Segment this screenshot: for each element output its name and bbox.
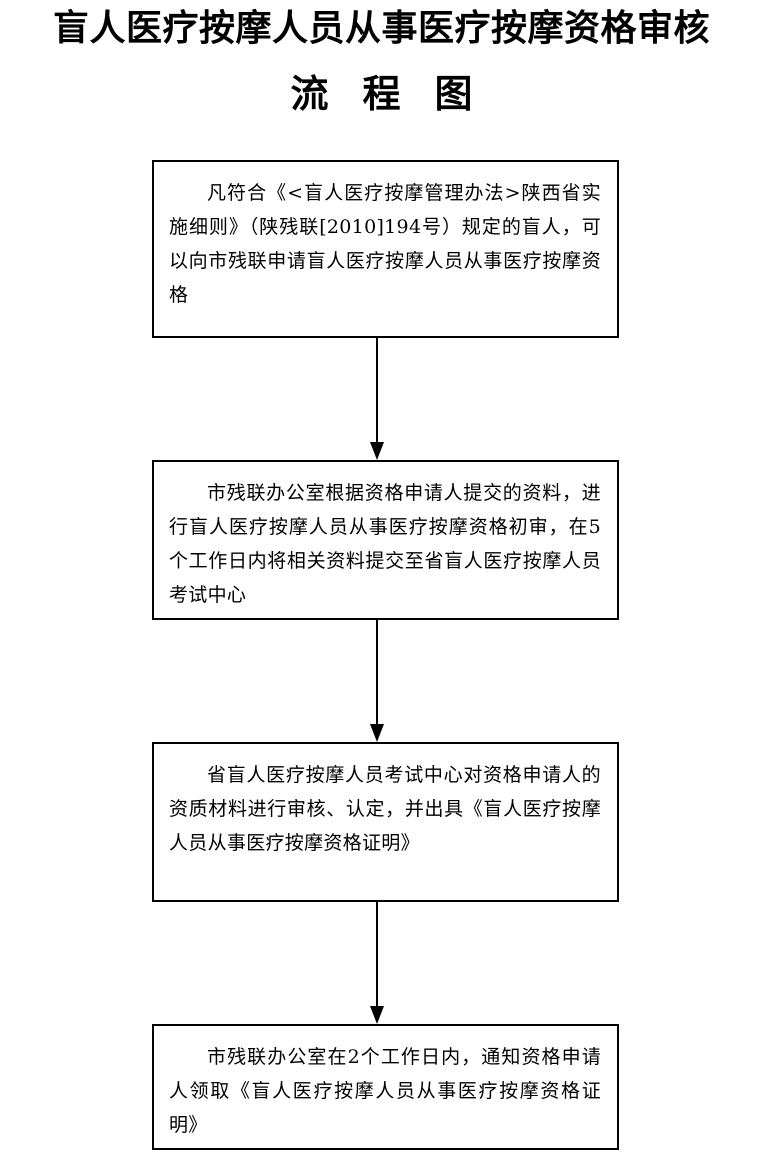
flow-step-1-text: 凡符合《<盲人医疗按摩管理办法>陕西省实施细则》（陕残联[2010]194号）规… — [169, 182, 601, 306]
flow-step-2-text: 市残联办公室根据资格申请人提交的资料，进行盲人医疗按摩人员从事医疗按摩资格初审，… — [169, 482, 601, 606]
flow-arrow-1 — [368, 338, 386, 460]
flow-step-4-text: 市残联办公室在2个工作日内，通知资格申请人领取《盲人医疗按摩人员从事医疗按摩资格… — [169, 1046, 601, 1136]
flowchart-title: 盲人医疗按摩人员从事医疗按摩资格审核 — [52, 7, 710, 49]
arrow-down-icon — [370, 338, 384, 460]
flow-step-2: 市残联办公室根据资格申请人提交的资料，进行盲人医疗按摩人员从事医疗按摩资格初审，… — [152, 460, 619, 620]
flow-step-3: 省盲人医疗按摩人员考试中心对资格申请人的资质材料进行审核、认定，并出具《盲人医疗… — [152, 742, 619, 902]
arrow-down-icon — [370, 620, 384, 742]
flow-step-4: 市残联办公室在2个工作日内，通知资格申请人领取《盲人医疗按摩人员从事医疗按摩资格… — [152, 1024, 619, 1150]
flowchart-subtitle: 流程图 — [290, 71, 507, 116]
flow-step-1: 凡符合《<盲人医疗按摩管理办法>陕西省实施细则》（陕残联[2010]194号）规… — [152, 160, 619, 338]
arrow-down-icon — [370, 902, 384, 1024]
flow-arrow-3 — [368, 902, 386, 1024]
flow-arrow-2 — [368, 620, 386, 742]
flow-step-3-text: 省盲人医疗按摩人员考试中心对资格申请人的资质材料进行审核、认定，并出具《盲人医疗… — [169, 764, 601, 854]
